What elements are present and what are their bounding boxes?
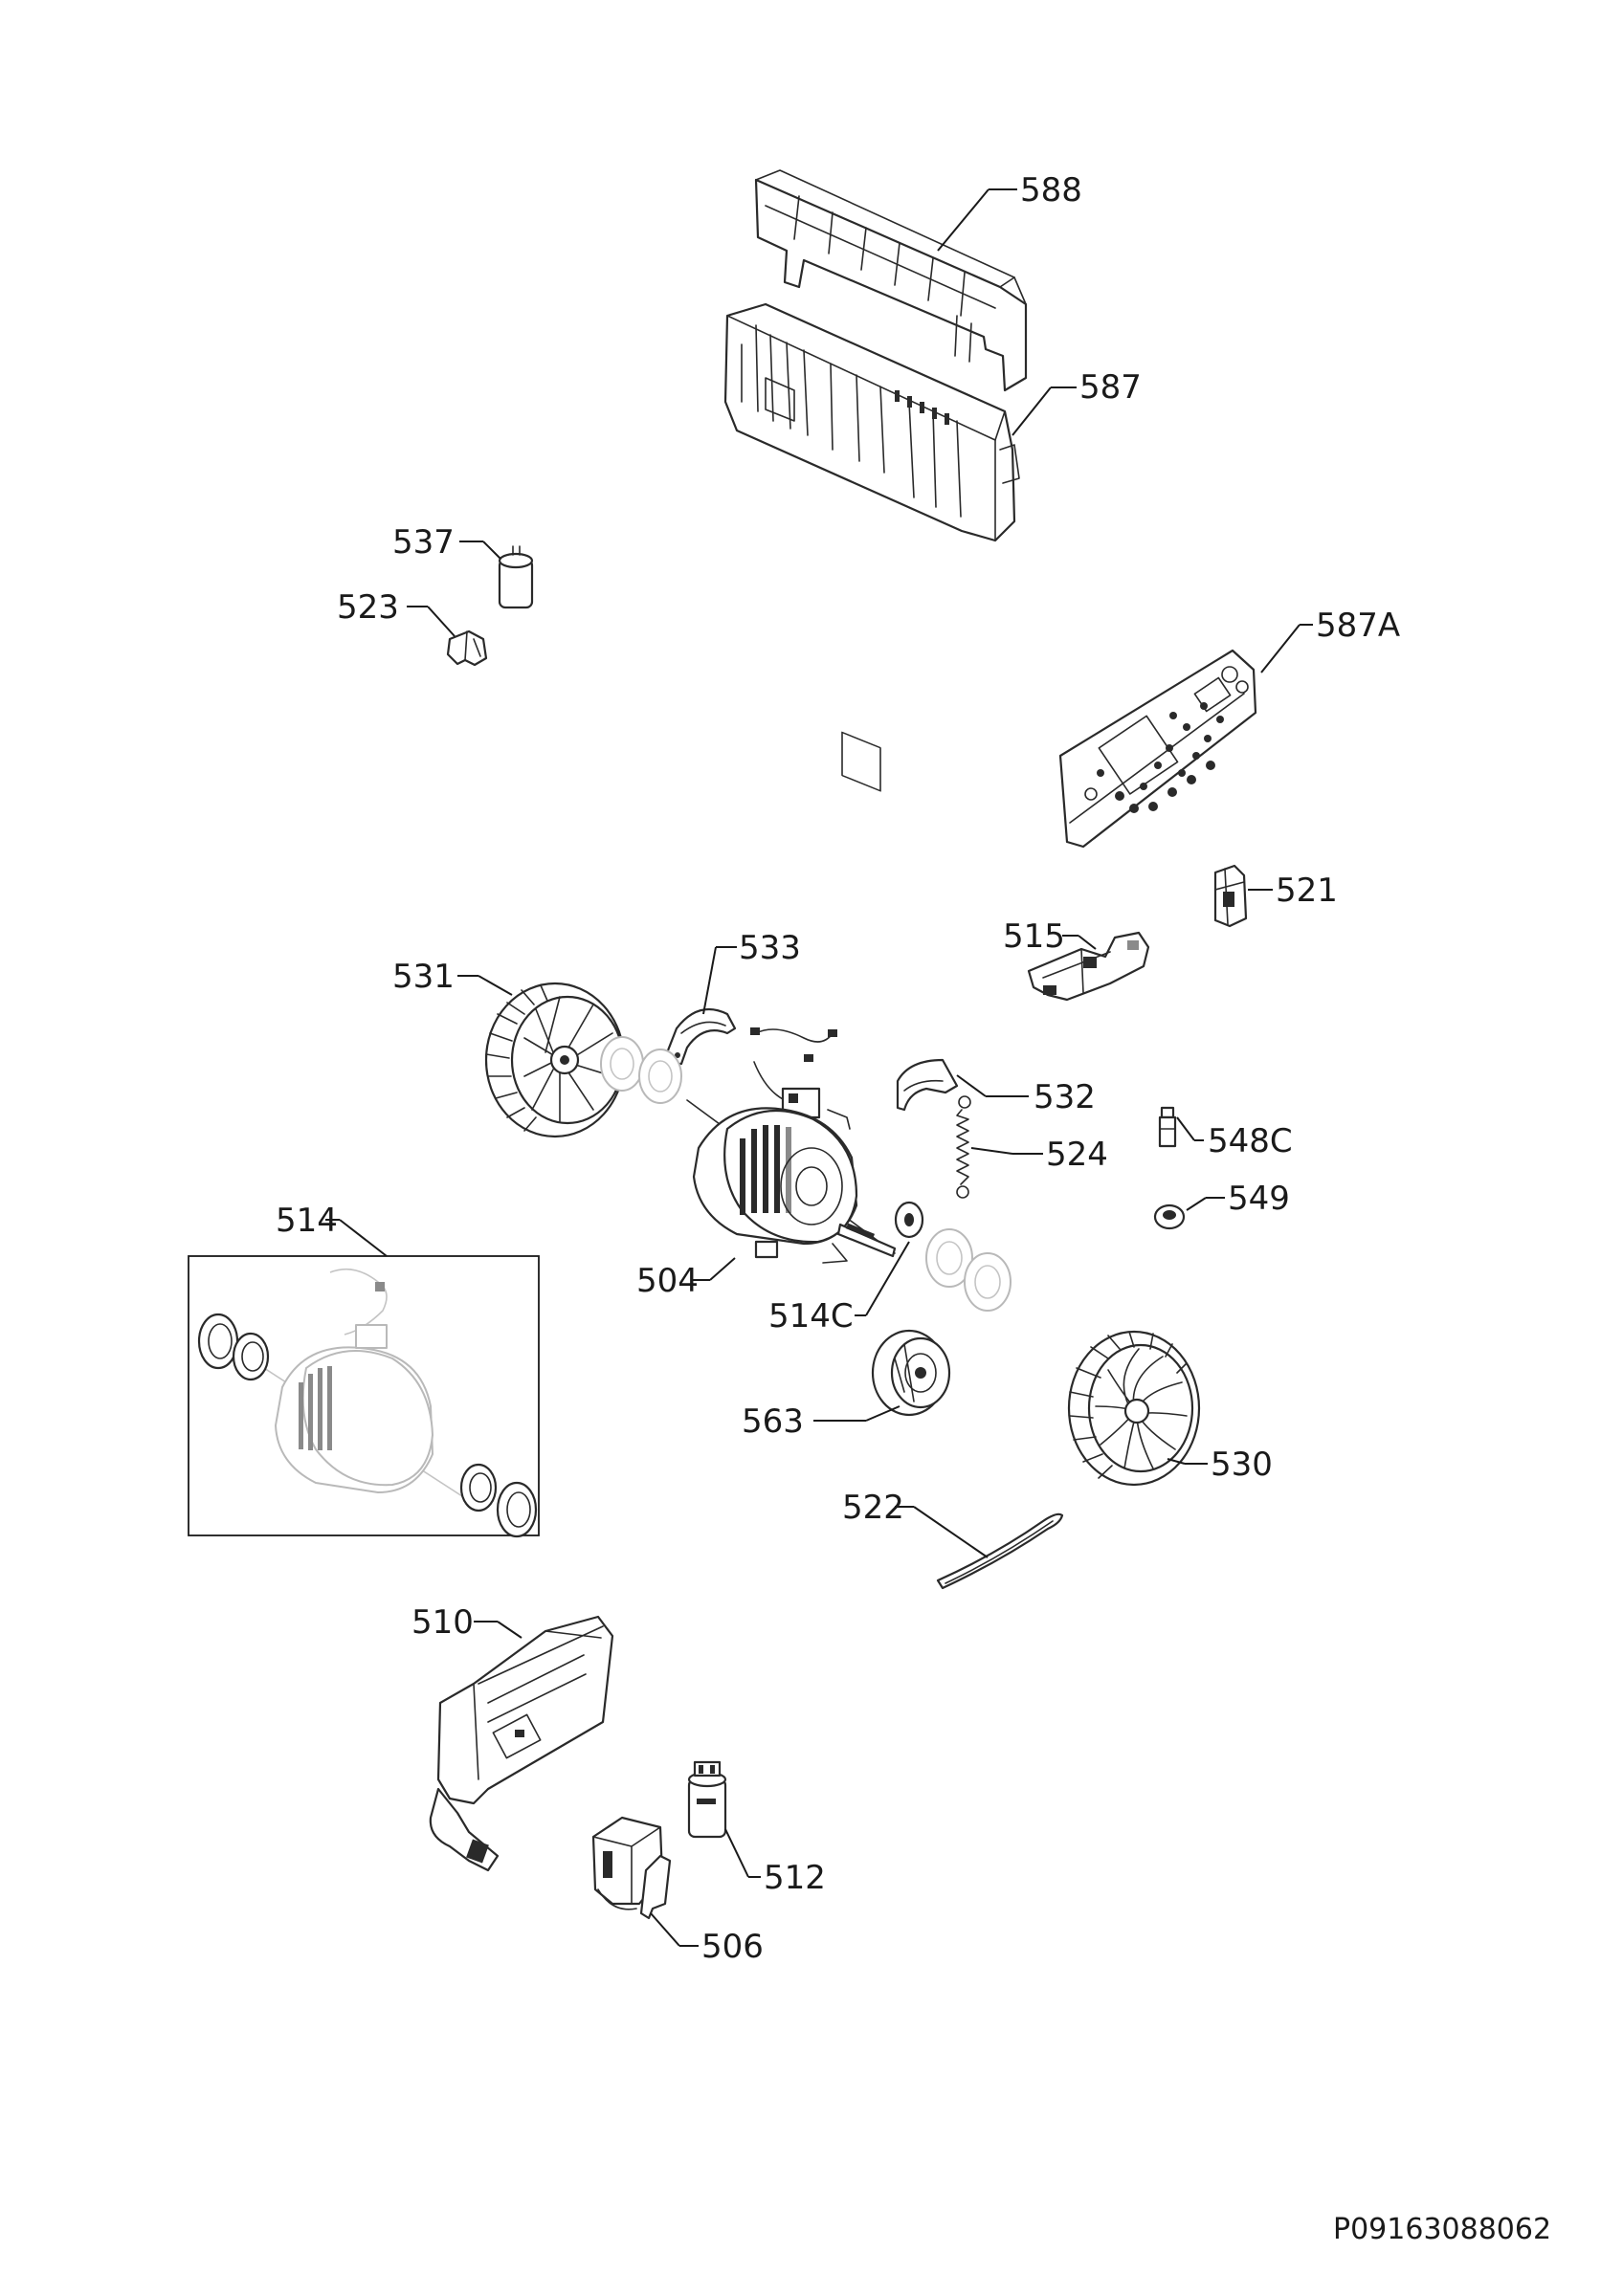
callout-532: 532 bbox=[1034, 1078, 1096, 1116]
callout-548C: 548C bbox=[1208, 1122, 1293, 1160]
callout-530: 530 bbox=[1211, 1446, 1273, 1484]
ghost-bearings-right bbox=[925, 1228, 1012, 1312]
callout-515: 515 bbox=[1003, 917, 1065, 956]
part-587A-control-board bbox=[1058, 649, 1257, 849]
callout-537: 537 bbox=[392, 523, 455, 562]
callout-523: 523 bbox=[337, 588, 399, 627]
part-514-motor-kit-frame bbox=[188, 1255, 540, 1536]
part-548C-pin bbox=[1158, 1106, 1177, 1148]
part-506-pump bbox=[591, 1816, 672, 1920]
callout-563: 563 bbox=[742, 1402, 804, 1441]
callout-512: 512 bbox=[764, 1859, 826, 1897]
part-512-capacitor bbox=[687, 1760, 727, 1839]
part-504-motor bbox=[686, 1099, 897, 1264]
part-522-belt bbox=[936, 1512, 1064, 1590]
callout-506: 506 bbox=[701, 1928, 764, 1966]
part-521-switch bbox=[1213, 864, 1248, 928]
part-524-spring bbox=[956, 1095, 971, 1199]
part-537-capacitor bbox=[498, 545, 534, 609]
document-reference: P09163088062 bbox=[1333, 2213, 1551, 2246]
callout-522: 522 bbox=[842, 1489, 904, 1527]
part-563-pulley bbox=[871, 1329, 951, 1417]
callout-510: 510 bbox=[411, 1603, 474, 1642]
part-588-control-cover bbox=[754, 169, 1028, 392]
callout-514C: 514C bbox=[768, 1297, 854, 1336]
callout-587: 587 bbox=[1079, 368, 1142, 407]
callout-514: 514 bbox=[276, 1202, 338, 1240]
part-530-fan-wheel bbox=[1067, 1330, 1201, 1487]
callout-549: 549 bbox=[1228, 1180, 1290, 1218]
part-587-electronic-module bbox=[723, 302, 1020, 792]
part-514C-bearing bbox=[894, 1201, 924, 1239]
callout-587A: 587A bbox=[1316, 607, 1400, 645]
ghost-bearings-left bbox=[600, 1036, 682, 1104]
part-549-grommet bbox=[1153, 1203, 1186, 1230]
part-510-pump-housing bbox=[429, 1615, 614, 1872]
part-532-cover bbox=[896, 1058, 959, 1112]
callout-521: 521 bbox=[1276, 872, 1338, 910]
callout-531: 531 bbox=[392, 958, 455, 996]
part-514-motor-kit bbox=[197, 1268, 538, 1538]
part-533-bracket bbox=[666, 1007, 737, 1066]
callout-533: 533 bbox=[739, 929, 801, 967]
callout-504: 504 bbox=[636, 1262, 699, 1300]
part-515-sensor bbox=[1027, 931, 1150, 1002]
callout-588: 588 bbox=[1020, 171, 1082, 210]
callout-524: 524 bbox=[1046, 1136, 1108, 1174]
part-523-clip bbox=[446, 629, 488, 667]
